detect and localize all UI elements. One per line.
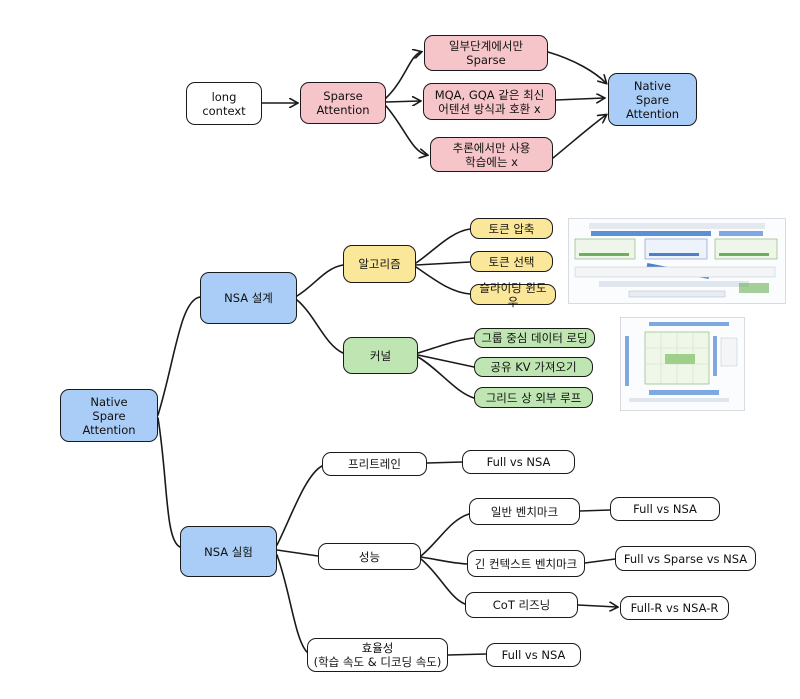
- edge-sparse-to-partial: [385, 52, 421, 99]
- edge-sparse-to-compat: [385, 101, 420, 102]
- nsa-experiment-node[interactable]: NSA 실험: [180, 526, 277, 577]
- general-benchmark-result-node[interactable]: Full vs NSA: [610, 497, 720, 521]
- edge-efficiency-to-result: [447, 653, 487, 656]
- nsa-design-node[interactable]: NSA 설계: [200, 272, 297, 324]
- kernel-node[interactable]: 커널: [343, 337, 418, 374]
- edge-experiment-to-performance: [276, 549, 319, 557]
- edge-performance-to-cot: [420, 558, 466, 605]
- group-centric-loading-node[interactable]: 그룹 중심 데이터 로딩: [474, 328, 595, 348]
- long-context-benchmark-node[interactable]: 긴 컨텍스트 벤치마크: [467, 550, 585, 577]
- edge-experiment-to-pretrain: [276, 465, 323, 546]
- edge-kernel-to-grid: [417, 356, 475, 399]
- pretrain-result-node[interactable]: Full vs NSA: [462, 450, 575, 474]
- edge-performance-to-longctx: [420, 556, 468, 565]
- kernel-figure-art: [625, 322, 738, 402]
- edge-pretrain-to-result: [426, 461, 463, 464]
- edge-compat-to-native: [555, 98, 604, 100]
- long-context-node[interactable]: long context: [186, 82, 262, 125]
- edge-experiment-to-efficiency: [276, 554, 308, 653]
- algorithm-architecture-thumbnail: [568, 218, 786, 304]
- edge-kernel-to-shared: [417, 354, 475, 368]
- edge-root-to-experiment: [157, 417, 181, 548]
- edge-partial-to-native: [547, 51, 606, 83]
- algorithm-figure-art: [574, 223, 778, 298]
- edge-performance-to-general: [420, 513, 470, 557]
- token-compression-node[interactable]: 토큰 압축: [470, 218, 553, 239]
- kernel-grid-thumbnail: [620, 317, 745, 411]
- shared-kv-fetch-node[interactable]: 공유 KV 가져오기: [474, 357, 593, 377]
- token-selection-node[interactable]: 토큰 선택: [470, 251, 553, 272]
- edge-cot-to-result: [577, 605, 617, 607]
- edge-design-to-kernel: [296, 299, 344, 354]
- root-native-sparse-attention-node[interactable]: Native Spare Attention: [60, 389, 158, 442]
- edge-algorithm-to-select: [415, 261, 471, 266]
- edge-algorithm-to-compress: [415, 228, 471, 264]
- long-context-benchmark-result-node[interactable]: Full vs Sparse vs NSA: [615, 546, 756, 571]
- native-sparse-attention-top-node[interactable]: Native Spare Attention: [608, 73, 697, 126]
- edge-kernel-to-group: [417, 337, 475, 354]
- edge-root-to-design: [157, 296, 201, 416]
- inference-only-node[interactable]: 추론에서만 사용 학습에는 x: [430, 137, 553, 172]
- edge-general-to-result: [579, 509, 611, 512]
- sliding-window-node[interactable]: 슬라이딩 윈도우: [470, 281, 556, 309]
- efficiency-node[interactable]: 효율성 (학습 속도 & 디코딩 속도): [307, 638, 448, 672]
- cot-reasoning-result-node[interactable]: Full-R vs NSA-R: [620, 596, 729, 620]
- general-benchmark-node[interactable]: 일반 벤치마크: [469, 498, 580, 525]
- partial-stage-sparse-node[interactable]: 일부단계에서만 Sparse: [424, 35, 548, 71]
- efficiency-result-node[interactable]: Full vs NSA: [486, 643, 581, 667]
- edge-design-to-algorithm: [296, 264, 344, 297]
- pretrain-node[interactable]: 프리트레인: [322, 452, 427, 476]
- attention-compat-node[interactable]: MQA, GQA 같은 최신 어텐션 방식과 호환 x: [423, 83, 556, 120]
- edge-inference-to-native: [552, 115, 606, 159]
- outer-loop-grid-node[interactable]: 그리드 상 외부 루프: [474, 387, 593, 408]
- cot-reasoning-node[interactable]: CoT 리즈닝: [465, 592, 578, 618]
- edge-sparse-to-inference: [385, 105, 427, 155]
- edge-longctx-to-result: [584, 558, 616, 564]
- algorithm-node[interactable]: 알고리즘: [343, 245, 416, 283]
- edge-algorithm-to-sliding: [415, 266, 471, 295]
- performance-node[interactable]: 성능: [318, 543, 421, 570]
- sparse-attention-node[interactable]: Sparse Attention: [300, 82, 386, 124]
